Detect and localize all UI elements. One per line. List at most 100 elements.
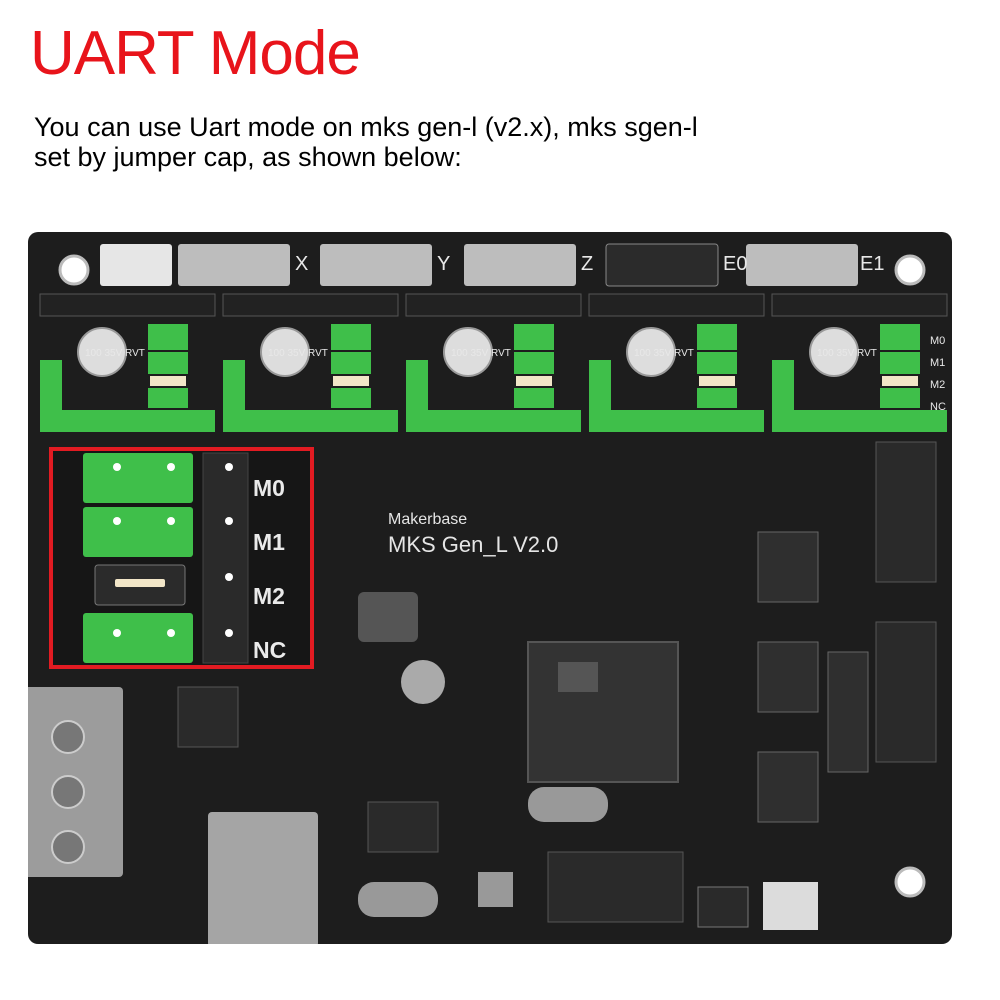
green-header xyxy=(772,410,947,432)
green-header xyxy=(589,410,764,432)
jumper-m0 xyxy=(514,324,554,350)
header-right xyxy=(875,441,937,583)
jumper-nc xyxy=(331,388,371,408)
socket-header xyxy=(588,293,765,317)
fan-connector xyxy=(763,882,818,930)
fan-connector xyxy=(697,886,749,928)
jumper-m1 xyxy=(697,352,737,374)
jumper-m1 xyxy=(148,352,188,374)
connector-x xyxy=(178,244,290,286)
jumper-m0 xyxy=(880,324,920,350)
zoom-label-m0: M0 xyxy=(253,475,285,501)
pin xyxy=(225,517,233,525)
capacitor xyxy=(260,327,310,377)
axis-label: E1 xyxy=(860,253,884,275)
jumper-m0 xyxy=(697,324,737,350)
jumper-cap xyxy=(882,376,918,386)
jumper-m0 xyxy=(148,324,188,350)
connector-z xyxy=(464,244,576,286)
jumper-nc xyxy=(514,388,554,408)
chip-logo xyxy=(558,662,598,692)
jumper-cap-bar xyxy=(115,579,165,587)
socket-header xyxy=(222,293,399,317)
connector-block xyxy=(757,641,819,713)
terminal-screw xyxy=(51,775,85,809)
capacitor-label: 100 35V RVT xyxy=(634,348,694,359)
jumper-nc xyxy=(148,388,188,408)
description-line-1: You can use Uart mode on mks gen-l (v2.x… xyxy=(34,112,698,142)
terminal-screw xyxy=(51,830,85,864)
capacitor-label: 100 35V RVT xyxy=(817,348,877,359)
side-jumper xyxy=(40,360,62,410)
axis-label: X xyxy=(295,253,308,275)
pin-header xyxy=(202,452,249,664)
page-title: UART Mode xyxy=(30,19,361,88)
connector-e1 xyxy=(746,244,858,286)
axis-label: Z xyxy=(581,253,593,275)
inductor xyxy=(358,592,418,642)
model-label: MKS Gen_L V2.0 xyxy=(388,532,558,557)
green-header xyxy=(223,410,398,432)
zoom-label-m2: M2 xyxy=(253,583,285,609)
capacitor xyxy=(77,327,127,377)
jumper-cap xyxy=(516,376,552,386)
side-jumper xyxy=(772,360,794,410)
axis-label: Y xyxy=(437,253,450,275)
jumper-cap xyxy=(699,376,735,386)
side-label: M2 xyxy=(930,379,945,391)
brand-label: Makerbase xyxy=(388,511,467,528)
side-jumper xyxy=(589,360,611,410)
jumper-pins-m0 xyxy=(83,453,193,503)
jumper-cap xyxy=(150,376,186,386)
socket-header xyxy=(405,293,582,317)
jumper-pins-m1 xyxy=(83,507,193,557)
header-right xyxy=(875,621,937,763)
pin xyxy=(225,573,233,581)
zoom-illustration xyxy=(83,452,249,664)
connector xyxy=(100,244,172,286)
green-header xyxy=(40,410,215,432)
reset-button xyxy=(478,872,513,907)
crystal xyxy=(358,882,438,917)
jumper-nc xyxy=(697,388,737,408)
exp-header xyxy=(547,851,684,923)
pin xyxy=(113,629,121,637)
jumper-m1 xyxy=(880,352,920,374)
connector-block xyxy=(757,751,819,823)
jumper-m0 xyxy=(331,324,371,350)
jumper-pins-nc xyxy=(83,613,193,663)
side-label: NC xyxy=(930,401,946,413)
capacitor xyxy=(626,327,676,377)
pin xyxy=(113,463,121,471)
mount-hole xyxy=(894,866,926,898)
side-label: M1 xyxy=(930,357,945,369)
zoom-label-m1: M1 xyxy=(253,529,285,555)
capacitor xyxy=(809,327,859,377)
connector-block xyxy=(757,531,819,603)
mount-hole xyxy=(58,254,90,286)
pin xyxy=(167,463,175,471)
jumper-cap xyxy=(333,376,369,386)
capacitor xyxy=(443,327,493,377)
pin xyxy=(167,517,175,525)
socket-header xyxy=(39,293,216,317)
pin xyxy=(225,629,233,637)
jumper-nc xyxy=(880,388,920,408)
crystal xyxy=(528,787,608,822)
capacitor xyxy=(401,660,445,704)
mcu-chip xyxy=(527,641,679,783)
description: You can use Uart mode on mks gen-l (v2.x… xyxy=(34,112,794,172)
connector-block xyxy=(827,651,869,773)
driver-modules: 100 35V RVT 100 35V RVT 100 35V RVT 100 35V… xyxy=(39,293,948,432)
capacitor-label: 100 35V RVT xyxy=(268,348,328,359)
socket-header xyxy=(771,293,948,317)
pin xyxy=(167,629,175,637)
mount-hole xyxy=(894,254,926,286)
capacitor-label: 100 35V RVT xyxy=(451,348,511,359)
jumper-m1 xyxy=(331,352,371,374)
pin xyxy=(225,463,233,471)
description-line-2: set by jumper cap, as shown below: xyxy=(34,142,462,172)
connector-e0 xyxy=(605,243,719,287)
